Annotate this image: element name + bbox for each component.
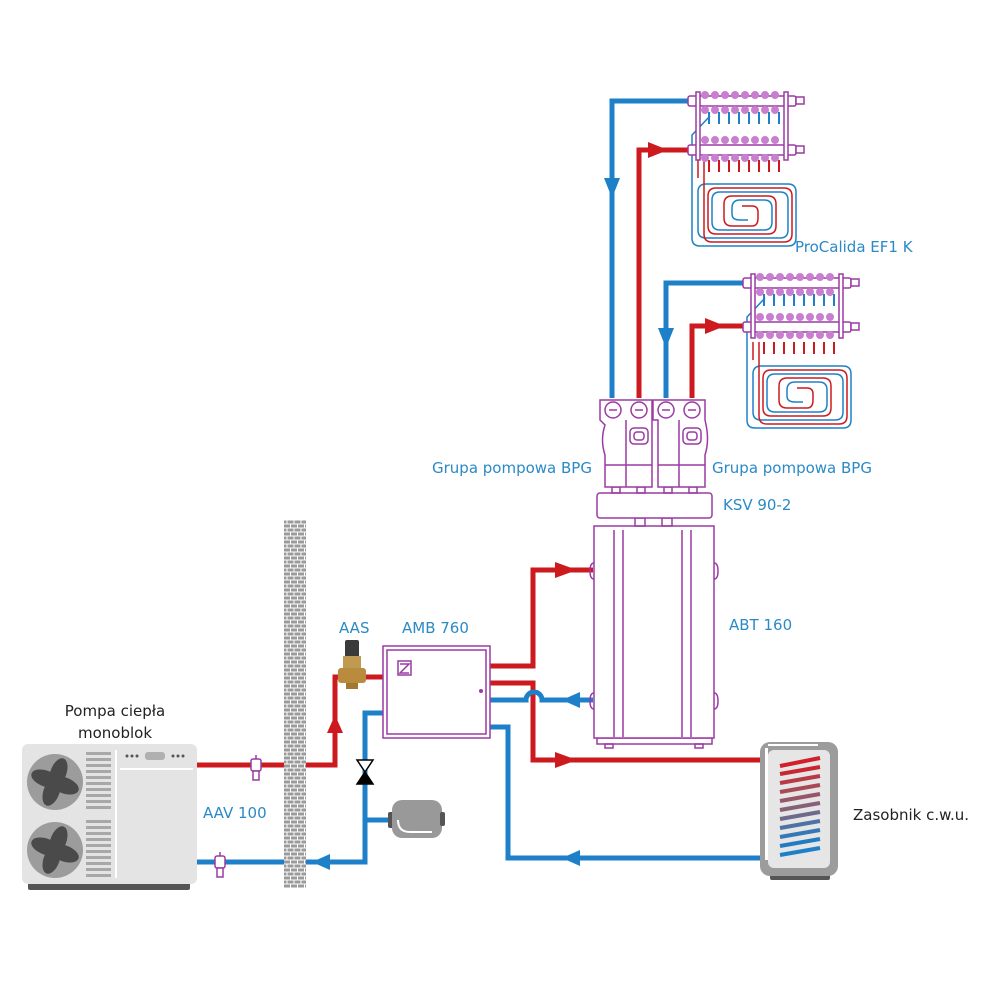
supply-pipe-buffer: [490, 567, 593, 669]
dhw-tank-label: Zasobnik c.w.u.: [853, 806, 970, 824]
flow-arrows: [312, 142, 725, 870]
arrow-down-icon: [658, 328, 674, 348]
arrow-right-icon: [648, 142, 668, 158]
heating-coil: [779, 756, 821, 857]
underfloor-manifold-2: [742, 273, 860, 429]
aav-label: AAV 100: [203, 804, 267, 822]
dhw-tank: [760, 742, 838, 880]
pipes: [195, 98, 770, 865]
bpg-pump-group-2: [652, 399, 709, 488]
return-pipe-circuit-2: [663, 280, 743, 398]
supply-pipe-circuit-1: [636, 147, 688, 398]
return-pipe-heatpump: [195, 710, 385, 865]
arrow-left-icon: [562, 692, 580, 708]
arrow-right-icon: [555, 562, 577, 578]
ksv-label: KSV 90-2: [723, 496, 792, 514]
wall: [284, 520, 306, 888]
bpg-pump-group-1: [599, 399, 653, 488]
vent-grille: [86, 752, 111, 877]
arrow-up-icon: [327, 715, 343, 733]
heat-pump-label-line1: Pompa ciepła: [64, 702, 166, 720]
control-panel: [125, 752, 185, 760]
return-pipe-circuit-1: [609, 98, 688, 398]
return-pipe-dhw: [490, 724, 770, 861]
bpg-label-left: Grupa pompowa BPG: [432, 459, 592, 477]
return-pipe-buffer: [490, 689, 593, 703]
aav-valve-icon: [214, 852, 226, 878]
arrow-right-icon: [705, 318, 725, 334]
heat-pump-label-line2: monoblok: [77, 724, 153, 742]
supply-pipe-circuit-2: [689, 323, 743, 398]
arrow-left-icon: [562, 850, 580, 866]
arrow-right-icon: [555, 752, 577, 768]
aas-label: AAS: [339, 619, 370, 637]
expansion-vessel: [388, 800, 445, 838]
procalida-label: ProCalida EF1 K: [795, 238, 913, 256]
arrow-left-icon: [312, 854, 330, 870]
abt-label: ABT 160: [729, 616, 793, 634]
supply-pipe-dhw: [490, 680, 770, 763]
heat-pump-unit: [22, 744, 197, 890]
underfloor-manifold-1: [687, 91, 805, 247]
abt-buffer-tank: [589, 517, 719, 749]
bpg-label-right: Grupa pompowa BPG: [712, 459, 872, 477]
amb-label: AMB 760: [402, 619, 469, 637]
heat-pump-label: Pompa ciepła monoblok: [40, 700, 190, 744]
ksv-manifold: [596, 486, 713, 519]
arrow-down-icon: [604, 178, 620, 198]
aav-valve-icon: [250, 755, 262, 781]
shutoff-valve-icon: [355, 759, 375, 785]
aas-valve-icon: [338, 640, 366, 689]
amb-module: [382, 645, 491, 739]
